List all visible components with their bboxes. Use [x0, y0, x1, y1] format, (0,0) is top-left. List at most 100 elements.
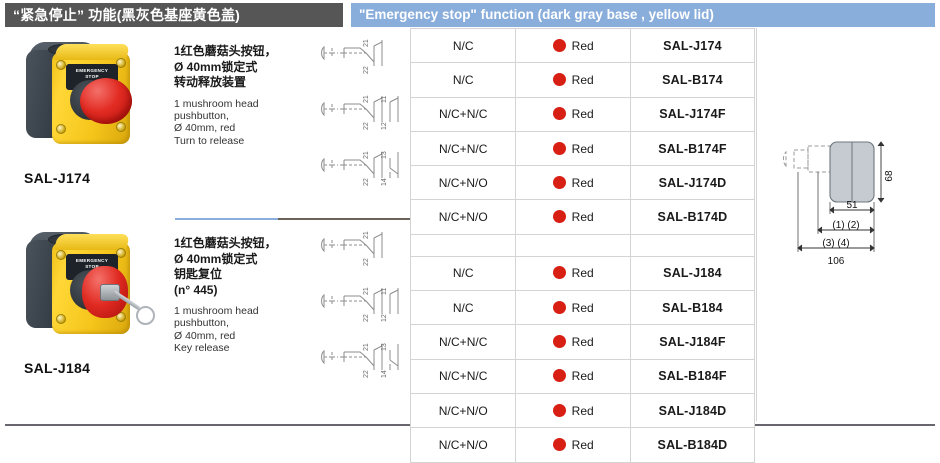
legend-plate-line2: STOP	[85, 264, 99, 269]
color-cell: Red	[515, 392, 631, 429]
screw-icon	[56, 60, 66, 70]
terminal-label: 21	[363, 231, 370, 239]
schematic-nc-no: 21 22 13 14	[321, 151, 399, 186]
color-swatch-icon	[552, 369, 566, 383]
schematic-nc-no: 21 22 13 14	[321, 343, 399, 378]
terminal-label: 21	[363, 287, 370, 295]
product-image-sal-j184: EMERGENCY STOP	[20, 228, 155, 348]
model-number-cell[interactable]: SAL-J184F	[629, 324, 756, 360]
model-number-cell[interactable]: SAL-J174D	[629, 165, 756, 201]
contact-config-cell: N/C+N/C	[409, 130, 517, 167]
model-number-cell[interactable]: SAL-J174F	[629, 96, 756, 132]
product-photo-block-2: EMERGENCY STOP SAL-J184	[8, 228, 168, 376]
dim-total: 106	[828, 256, 845, 267]
terminal-label: 22	[363, 122, 370, 130]
header-chinese: “紧急停止” 功能(黑灰色基座黄色盖)	[5, 3, 343, 27]
terminal-label: 22	[363, 258, 370, 266]
model-number-cell[interactable]: SAL-J184	[629, 255, 756, 292]
contact-config-cell: N/C	[409, 62, 517, 98]
terminal-label: 22	[363, 66, 370, 74]
screw-icon	[116, 122, 126, 132]
terminal-label: 13	[381, 343, 388, 351]
color-label: Red	[571, 38, 594, 53]
terminal-label: 21	[363, 343, 370, 351]
legend-plate-line1: EMERGENCY	[75, 258, 109, 263]
terminal-label: 12	[381, 314, 388, 322]
key-ring-icon	[136, 306, 155, 325]
color-swatch-icon	[552, 38, 566, 52]
terminal-label: 11	[381, 96, 388, 103]
terminal-label: 14	[381, 370, 388, 378]
color-cell: Red	[515, 199, 631, 235]
color-label: Red	[571, 266, 594, 281]
dim-height: 68	[884, 170, 895, 182]
dim-mount-3-4: (3) (4)	[822, 238, 849, 249]
terminal-label: 22	[363, 314, 370, 322]
table-row[interactable]: N/C Red SAL-J184	[409, 255, 756, 292]
description-english: 1 mushroom head pushbutton, Ø 40mm, red …	[174, 97, 259, 147]
color-cell: Red	[515, 290, 631, 326]
screw-icon	[56, 124, 66, 134]
terminal-label: 21	[363, 95, 370, 103]
header-english: "Emergency stop" function (dark gray bas…	[351, 3, 935, 27]
description-chinese: 1红色蘑菇头按钮， Ø 40mm锁定式 钥匙复位 (n° 445)	[174, 236, 277, 297]
contact-config-cell: N/C+N/O	[409, 165, 517, 201]
table-row[interactable]: N/C Red SAL-J174	[409, 27, 756, 64]
model-number-cell[interactable]: SAL-B174	[629, 62, 756, 98]
product-photo-block-1: EMERGENCY STOP SAL-J174	[8, 38, 168, 186]
schematic-nc: 21 22	[321, 39, 383, 74]
dimension-drawing: 68 51 (1) (2) (3) (4) 106	[782, 141, 895, 267]
screw-icon	[116, 248, 126, 258]
contact-config-cell: N/C+N/C	[409, 96, 517, 132]
color-label: Red	[571, 369, 594, 384]
table-row[interactable]: N/C+N/C Red SAL-B174F	[409, 130, 756, 167]
color-swatch-icon	[552, 300, 566, 314]
contact-config-cell: N/C+N/O	[409, 199, 517, 235]
description-english: 1 mushroom head pushbutton, Ø 40mm, red …	[174, 305, 259, 355]
screw-icon	[116, 312, 126, 322]
terminal-label: 11	[381, 288, 388, 295]
model-number-cell[interactable]: SAL-B184	[629, 290, 756, 326]
color-label: Red	[571, 141, 594, 156]
color-swatch-icon	[552, 72, 566, 86]
contact-config-cell: N/C	[409, 27, 517, 64]
terminal-label: 12	[381, 122, 388, 130]
product-caption-2: SAL-J184	[24, 360, 91, 376]
model-number-cell[interactable]: SAL-J184D	[629, 392, 756, 429]
group-divider-dark	[278, 218, 410, 220]
color-swatch-icon	[552, 175, 566, 189]
schematic-nc-nc: 21 22 11 12	[321, 95, 399, 130]
enclosure-drawing: EMERGENCY STOP	[26, 42, 134, 146]
schematic-nc: 21 22	[321, 231, 383, 266]
contact-config-cell: N/C+N/C	[409, 324, 517, 360]
terminal-label: 21	[363, 151, 370, 159]
color-cell: Red	[515, 255, 631, 292]
color-cell: Red	[515, 165, 631, 201]
terminal-label: 22	[363, 178, 370, 186]
model-number-cell[interactable]: SAL-J174	[629, 27, 756, 64]
color-swatch-icon	[552, 107, 566, 121]
product-image-sal-j174: EMERGENCY STOP	[20, 38, 148, 158]
description-block-1: 1红色蘑菇头按钮， Ø 40mm锁定式 转动释放装置 1 mushroom he…	[174, 44, 314, 147]
contact-config-cell: N/C	[409, 255, 517, 292]
color-label: Red	[571, 335, 594, 350]
table-row[interactable]: N/C+N/C Red SAL-J184F	[409, 324, 756, 360]
color-swatch-icon	[552, 266, 566, 280]
table-row[interactable]: N/C+N/C Red SAL-J174F	[409, 96, 756, 132]
description-block-2: 1红色蘑菇头按钮， Ø 40mm锁定式 钥匙复位 (n° 445) 1 mush…	[174, 236, 314, 355]
legend-plate-line1: EMERGENCY	[75, 68, 109, 73]
model-number-cell[interactable]: SAL-B174D	[629, 199, 756, 235]
group-divider-blue	[175, 218, 278, 220]
model-number-cell[interactable]: SAL-B174F	[629, 130, 756, 167]
color-swatch-icon	[552, 437, 566, 451]
color-cell: Red	[515, 62, 631, 98]
color-label: Red	[571, 107, 594, 122]
model-number-cell[interactable]: SAL-B184F	[629, 358, 756, 394]
